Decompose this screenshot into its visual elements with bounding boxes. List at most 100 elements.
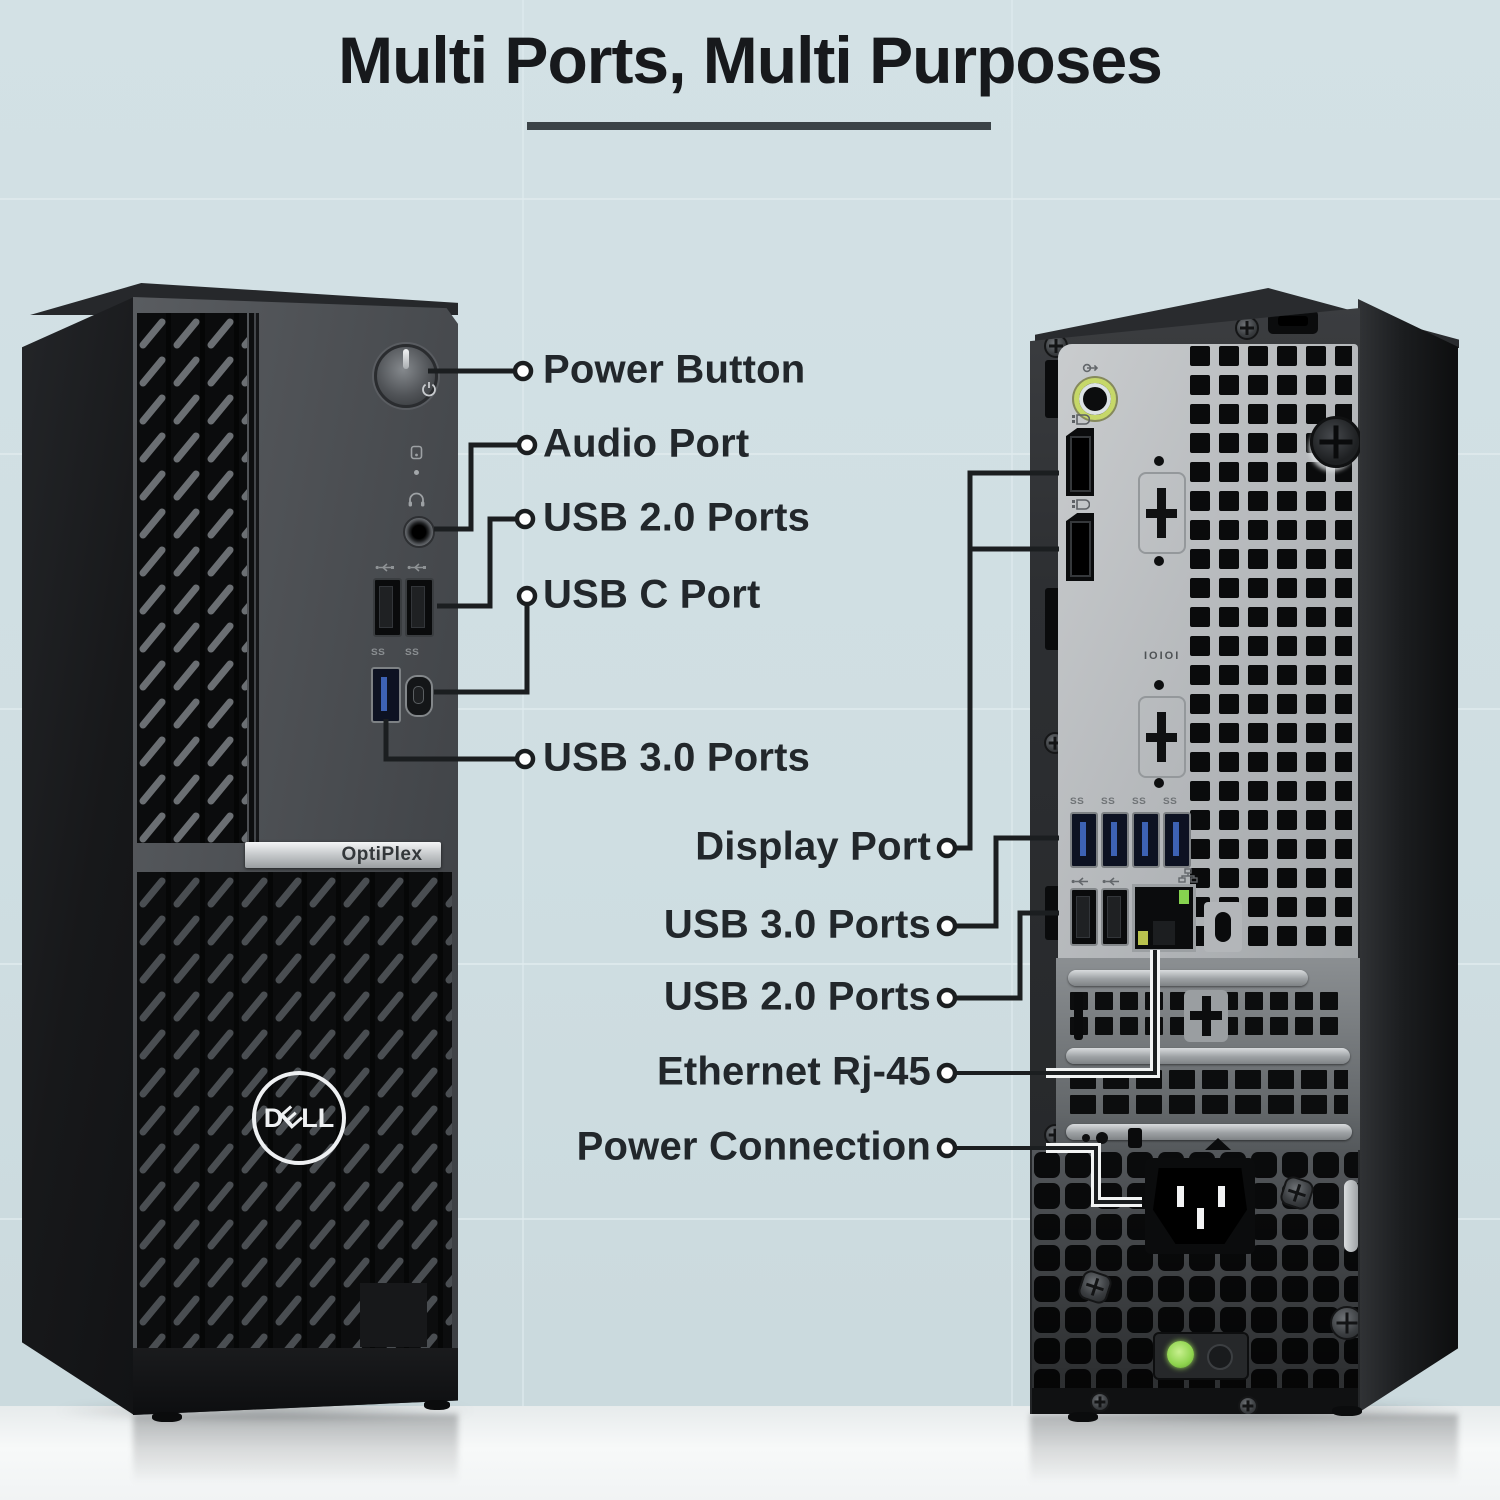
power-inlet-c14[interactable]: [1145, 1158, 1255, 1254]
headphone-icon: [408, 492, 425, 507]
hdd-activity-icon: [410, 445, 423, 460]
wall-tile-line: [0, 963, 1500, 965]
ethernet-led-green: [1179, 890, 1189, 904]
dell-logo: D E L L: [252, 1071, 346, 1165]
inlet-prong: [1177, 1186, 1184, 1207]
inlet-socket: [1153, 1168, 1247, 1244]
front-audio-jack[interactable]: [403, 516, 435, 548]
usb3-ss-marking: SS: [1163, 796, 1178, 807]
frame-slot: [1045, 588, 1061, 650]
power-button[interactable]: [374, 344, 438, 408]
screw: [1330, 1306, 1358, 1340]
front-tower-side-face: [22, 297, 134, 1415]
rear-usb2-port[interactable]: [1101, 888, 1129, 946]
front-panel-seam: [247, 313, 261, 843]
panel-hole: [1154, 778, 1164, 788]
psu-notch: [1205, 1138, 1231, 1150]
displayport-icon: [1072, 499, 1090, 510]
psu-indicator-panel: [1153, 1332, 1249, 1380]
expansion-slot-area: [1056, 958, 1360, 1150]
power-icon: [422, 382, 436, 397]
displayport-port[interactable]: [1066, 513, 1094, 581]
callout-label-power-button: Power Button: [543, 347, 806, 392]
ethernet-led-amber: [1138, 931, 1148, 945]
usb-icon: [407, 563, 426, 572]
front-tower-reflection: [133, 1414, 458, 1496]
wall-tile-line: [1011, 0, 1013, 1410]
inlet-prong: [1218, 1186, 1225, 1207]
front-grille-upper: [137, 313, 247, 843]
front-lower-plate: [360, 1283, 427, 1347]
padlock-loop: [1204, 902, 1242, 952]
title-underline: [527, 122, 991, 130]
rear-usb3-port[interactable]: [1163, 812, 1191, 868]
usb-icon: [1071, 877, 1088, 886]
usb3-blue-tab: [381, 677, 387, 711]
knockout-cross: [1146, 733, 1177, 742]
usb3-blue-tab: [1111, 822, 1117, 856]
serial-port-marking: IOIOI: [1144, 650, 1181, 662]
knockout-cross: [1190, 1011, 1222, 1020]
dell-letter: L: [317, 1102, 335, 1133]
callout-label-front-usb2: USB 2.0 Ports: [543, 495, 811, 540]
usb3-ss-marking: SS: [1132, 796, 1147, 807]
panel-hole: [1154, 456, 1164, 466]
wall-tile-line: [522, 0, 524, 1410]
wall-tile-line: [0, 708, 1500, 710]
dp-inner: [1070, 436, 1091, 492]
rear-usb2-port[interactable]: [1070, 888, 1098, 946]
slot-cover-bar: [1068, 970, 1308, 986]
usb-tab: [1107, 896, 1121, 938]
ethernet-rj45-port[interactable]: [1132, 884, 1196, 952]
optiplex-badge-text: OptiPlex: [341, 844, 423, 865]
wall-tile-line: [0, 453, 1500, 455]
rear-usb3-port[interactable]: [1132, 812, 1160, 868]
line-out-jack[interactable]: [1074, 378, 1116, 420]
back-tower-rear-face: IOIOI SS SS SS SS: [1030, 308, 1360, 1414]
knockout-plate: [1138, 696, 1186, 778]
screw: [1090, 1392, 1110, 1412]
knockout-plate: [1138, 472, 1186, 554]
front-usb3-port[interactable]: [371, 667, 401, 723]
psu-test-button[interactable]: [1207, 1344, 1233, 1370]
screw: [1238, 1396, 1258, 1414]
tower-foot: [1068, 1412, 1098, 1422]
front-usb2-port[interactable]: [405, 578, 434, 637]
line-out-icon: [1082, 363, 1099, 373]
panel-hole: [1096, 1132, 1108, 1144]
usb3-blue-tab: [1142, 822, 1148, 856]
knockout-cross: [1146, 509, 1177, 518]
callout-label-power-connection: Power Connection: [576, 1124, 931, 1169]
callout-label-rear-usb3: USB 3.0 Ports: [663, 902, 931, 947]
hdd-led: [414, 470, 419, 475]
usb-tab: [379, 586, 393, 628]
slot-latch: [1074, 992, 1083, 1040]
usb-tab: [411, 586, 425, 628]
usb3-ss-marking: SS: [1070, 796, 1085, 807]
slot-knockout: [1184, 990, 1228, 1042]
callout-label-ethernet: Ethernet Rj-45: [657, 1049, 931, 1094]
front-usb2-port[interactable]: [373, 578, 402, 637]
usb3-ss-marking: SS: [371, 647, 386, 658]
dell-letter: L: [301, 1102, 318, 1133]
rear-usb3-port[interactable]: [1070, 812, 1098, 868]
displayport-port[interactable]: [1066, 428, 1094, 496]
slot-cover-bar: [1066, 1048, 1350, 1064]
front-usbc-port[interactable]: [405, 675, 433, 717]
panel-slot: [1128, 1128, 1142, 1148]
tower-foot: [424, 1400, 450, 1410]
panel-hole: [1154, 680, 1164, 690]
dell-letter: D: [263, 1102, 284, 1133]
rear-io-panel: IOIOI SS SS SS SS: [1058, 344, 1360, 966]
callout-label-usbc: USB C Port: [543, 572, 761, 617]
front-tower-front-face: OptiPlex D E L L: [133, 297, 458, 1415]
back-tower-side-face: [1358, 299, 1458, 1413]
padlock-slot: [1215, 912, 1231, 942]
usb-icon: [1102, 877, 1119, 886]
thumbscrew[interactable]: [1310, 416, 1360, 468]
usb3-blue-tab: [1173, 822, 1179, 856]
psu-led-green: [1167, 1341, 1194, 1368]
floor: [0, 1406, 1500, 1500]
usb3-ss-marking: SS: [1101, 796, 1116, 807]
rear-usb3-port[interactable]: [1101, 812, 1129, 868]
